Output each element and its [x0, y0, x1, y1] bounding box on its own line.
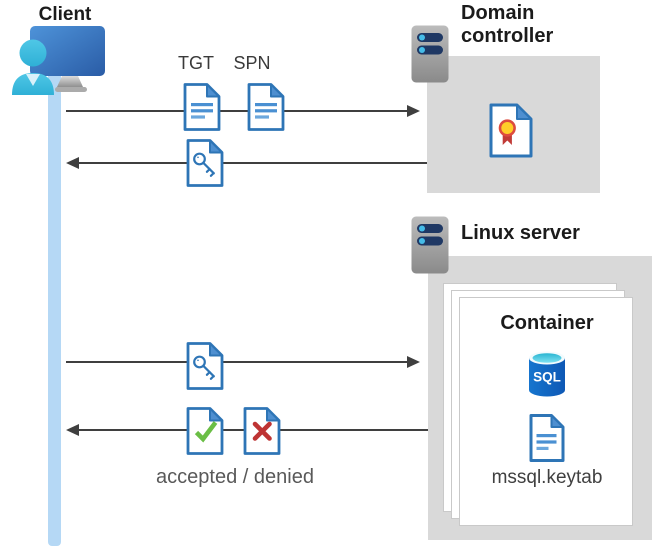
monitor-stand: [57, 76, 83, 87]
arrow-line: [78, 162, 427, 164]
key-icon: [193, 152, 215, 177]
spn-document-icon: [246, 83, 286, 131]
keytab-document-icon: [528, 414, 566, 462]
client-lifeline: [48, 73, 61, 546]
sql-database-icon: SQL: [528, 350, 566, 398]
arrow-head-icon: [407, 105, 420, 117]
arrow-line: [66, 110, 408, 112]
person-collar: [26, 74, 40, 86]
person-icon: [19, 39, 47, 67]
domain-controller-title: Domain controller: [461, 2, 554, 47]
arrow-line: [66, 361, 408, 363]
key-ticket-document-icon-2: [185, 342, 225, 390]
tgt-label: TGT: [178, 53, 214, 73]
spn-label: SPN: [233, 53, 271, 73]
key-icon: [193, 355, 215, 380]
monitor-icon: [30, 26, 105, 76]
arrow-head-icon: [66, 157, 79, 169]
certificate-icon: [488, 103, 534, 158]
arrow-head-icon: [407, 356, 420, 368]
accepted-document-icon: [185, 407, 225, 455]
linux-server-icon: [411, 216, 449, 274]
keytab-label: mssql.keytab: [491, 467, 603, 488]
check-icon: [194, 421, 218, 443]
linux-server-title: Linux server: [461, 222, 580, 244]
client-computer-icon: [5, 20, 110, 100]
container-title: Container: [500, 312, 594, 334]
seal-icon: [498, 119, 516, 137]
domain-controller-server-icon: [411, 25, 449, 83]
container-card: Container SQL: [459, 297, 633, 526]
x-icon: [252, 421, 272, 441]
denied-document-icon: [242, 407, 282, 455]
tgt-document-icon: [182, 83, 222, 131]
result-label: accepted / denied: [156, 466, 314, 488]
key-ticket-document-icon: [185, 139, 225, 187]
sql-label: SQL: [533, 370, 561, 385]
monitor-base: [55, 87, 87, 92]
arrow-head-icon: [66, 424, 79, 436]
client-label: Client: [38, 4, 92, 25]
